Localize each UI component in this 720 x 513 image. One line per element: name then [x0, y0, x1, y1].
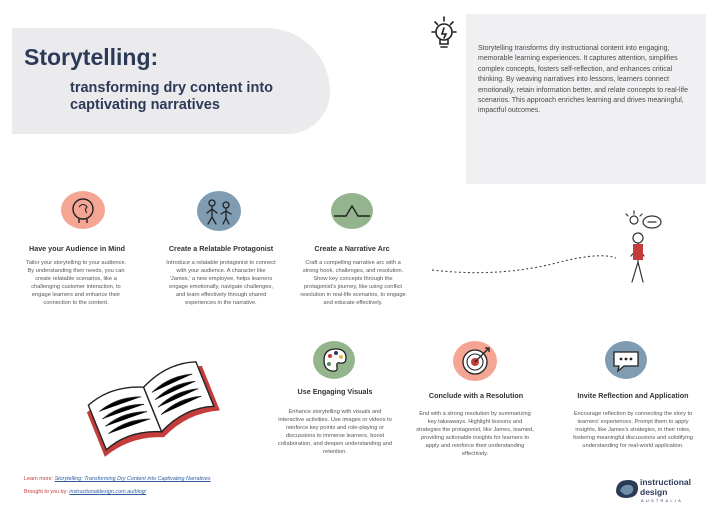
section-body-resolution: End with a strong resolution by summariz…: [416, 411, 534, 457]
intro-text: Storytelling transforms dry instructiona…: [478, 45, 688, 115]
learn-more-link[interactable]: Storytelling: Transforming Dry Content i…: [54, 476, 211, 482]
palette-icon: [313, 341, 355, 379]
section-body-reflection: Encourage reflection by connecting the s…: [573, 411, 693, 449]
section-title-audience: Have your Audience in Mind: [29, 244, 125, 253]
logo-line-design: design: [640, 487, 668, 497]
section-body-audience: Tailor your storytelling to your audienc…: [25, 260, 127, 306]
open-book-icon: [86, 361, 220, 457]
page-title: Storytelling:: [24, 44, 159, 70]
section-title-resolution: Conclude with a Resolution: [428, 391, 524, 400]
chat-bubble-icon: [605, 341, 647, 379]
section-body-arc: Craft a compelling narrative arc with a …: [300, 260, 406, 306]
head-brain-icon: [61, 191, 105, 229]
section-body-protagonist: Introduce a relatable protagonist to con…: [166, 260, 276, 306]
logo-line-australia: AUSTRALIA: [641, 498, 684, 503]
section-title-visuals: Use Engaging Visuals: [297, 387, 373, 396]
logo-mark: [616, 480, 638, 498]
learn-more-line: Learn more: Storytelling: Transforming D…: [24, 476, 211, 482]
logo-line-instructional: instructional: [640, 477, 692, 487]
intro-panel: [466, 14, 706, 184]
protagonist-icon: [197, 191, 241, 231]
lightbulb-icon: [431, 16, 457, 48]
target-icon: [453, 341, 497, 381]
narrative-arc-icon: [331, 193, 373, 229]
walking-person-icon: [625, 210, 662, 283]
section-title-arc: Create a Narrative Arc: [314, 244, 390, 253]
section-body-visuals: Enhance storytelling with visuals and in…: [277, 409, 393, 455]
learn-more-label: Learn more:: [24, 476, 54, 482]
brought-by-link[interactable]: instructionaldesign.com.au/blog/: [69, 489, 147, 495]
brought-by-label: Brought to you by:: [24, 489, 68, 495]
page-subtitle: transforming dry content into captivatin…: [70, 80, 273, 113]
section-title-reflection: Invite Reflection and Application: [577, 391, 689, 400]
brought-by-line: Brought to you by: instructionaldesign.c…: [24, 489, 146, 495]
section-title-protagonist: Create a Relatable Protagonist: [168, 244, 274, 253]
title-background: [12, 28, 330, 134]
